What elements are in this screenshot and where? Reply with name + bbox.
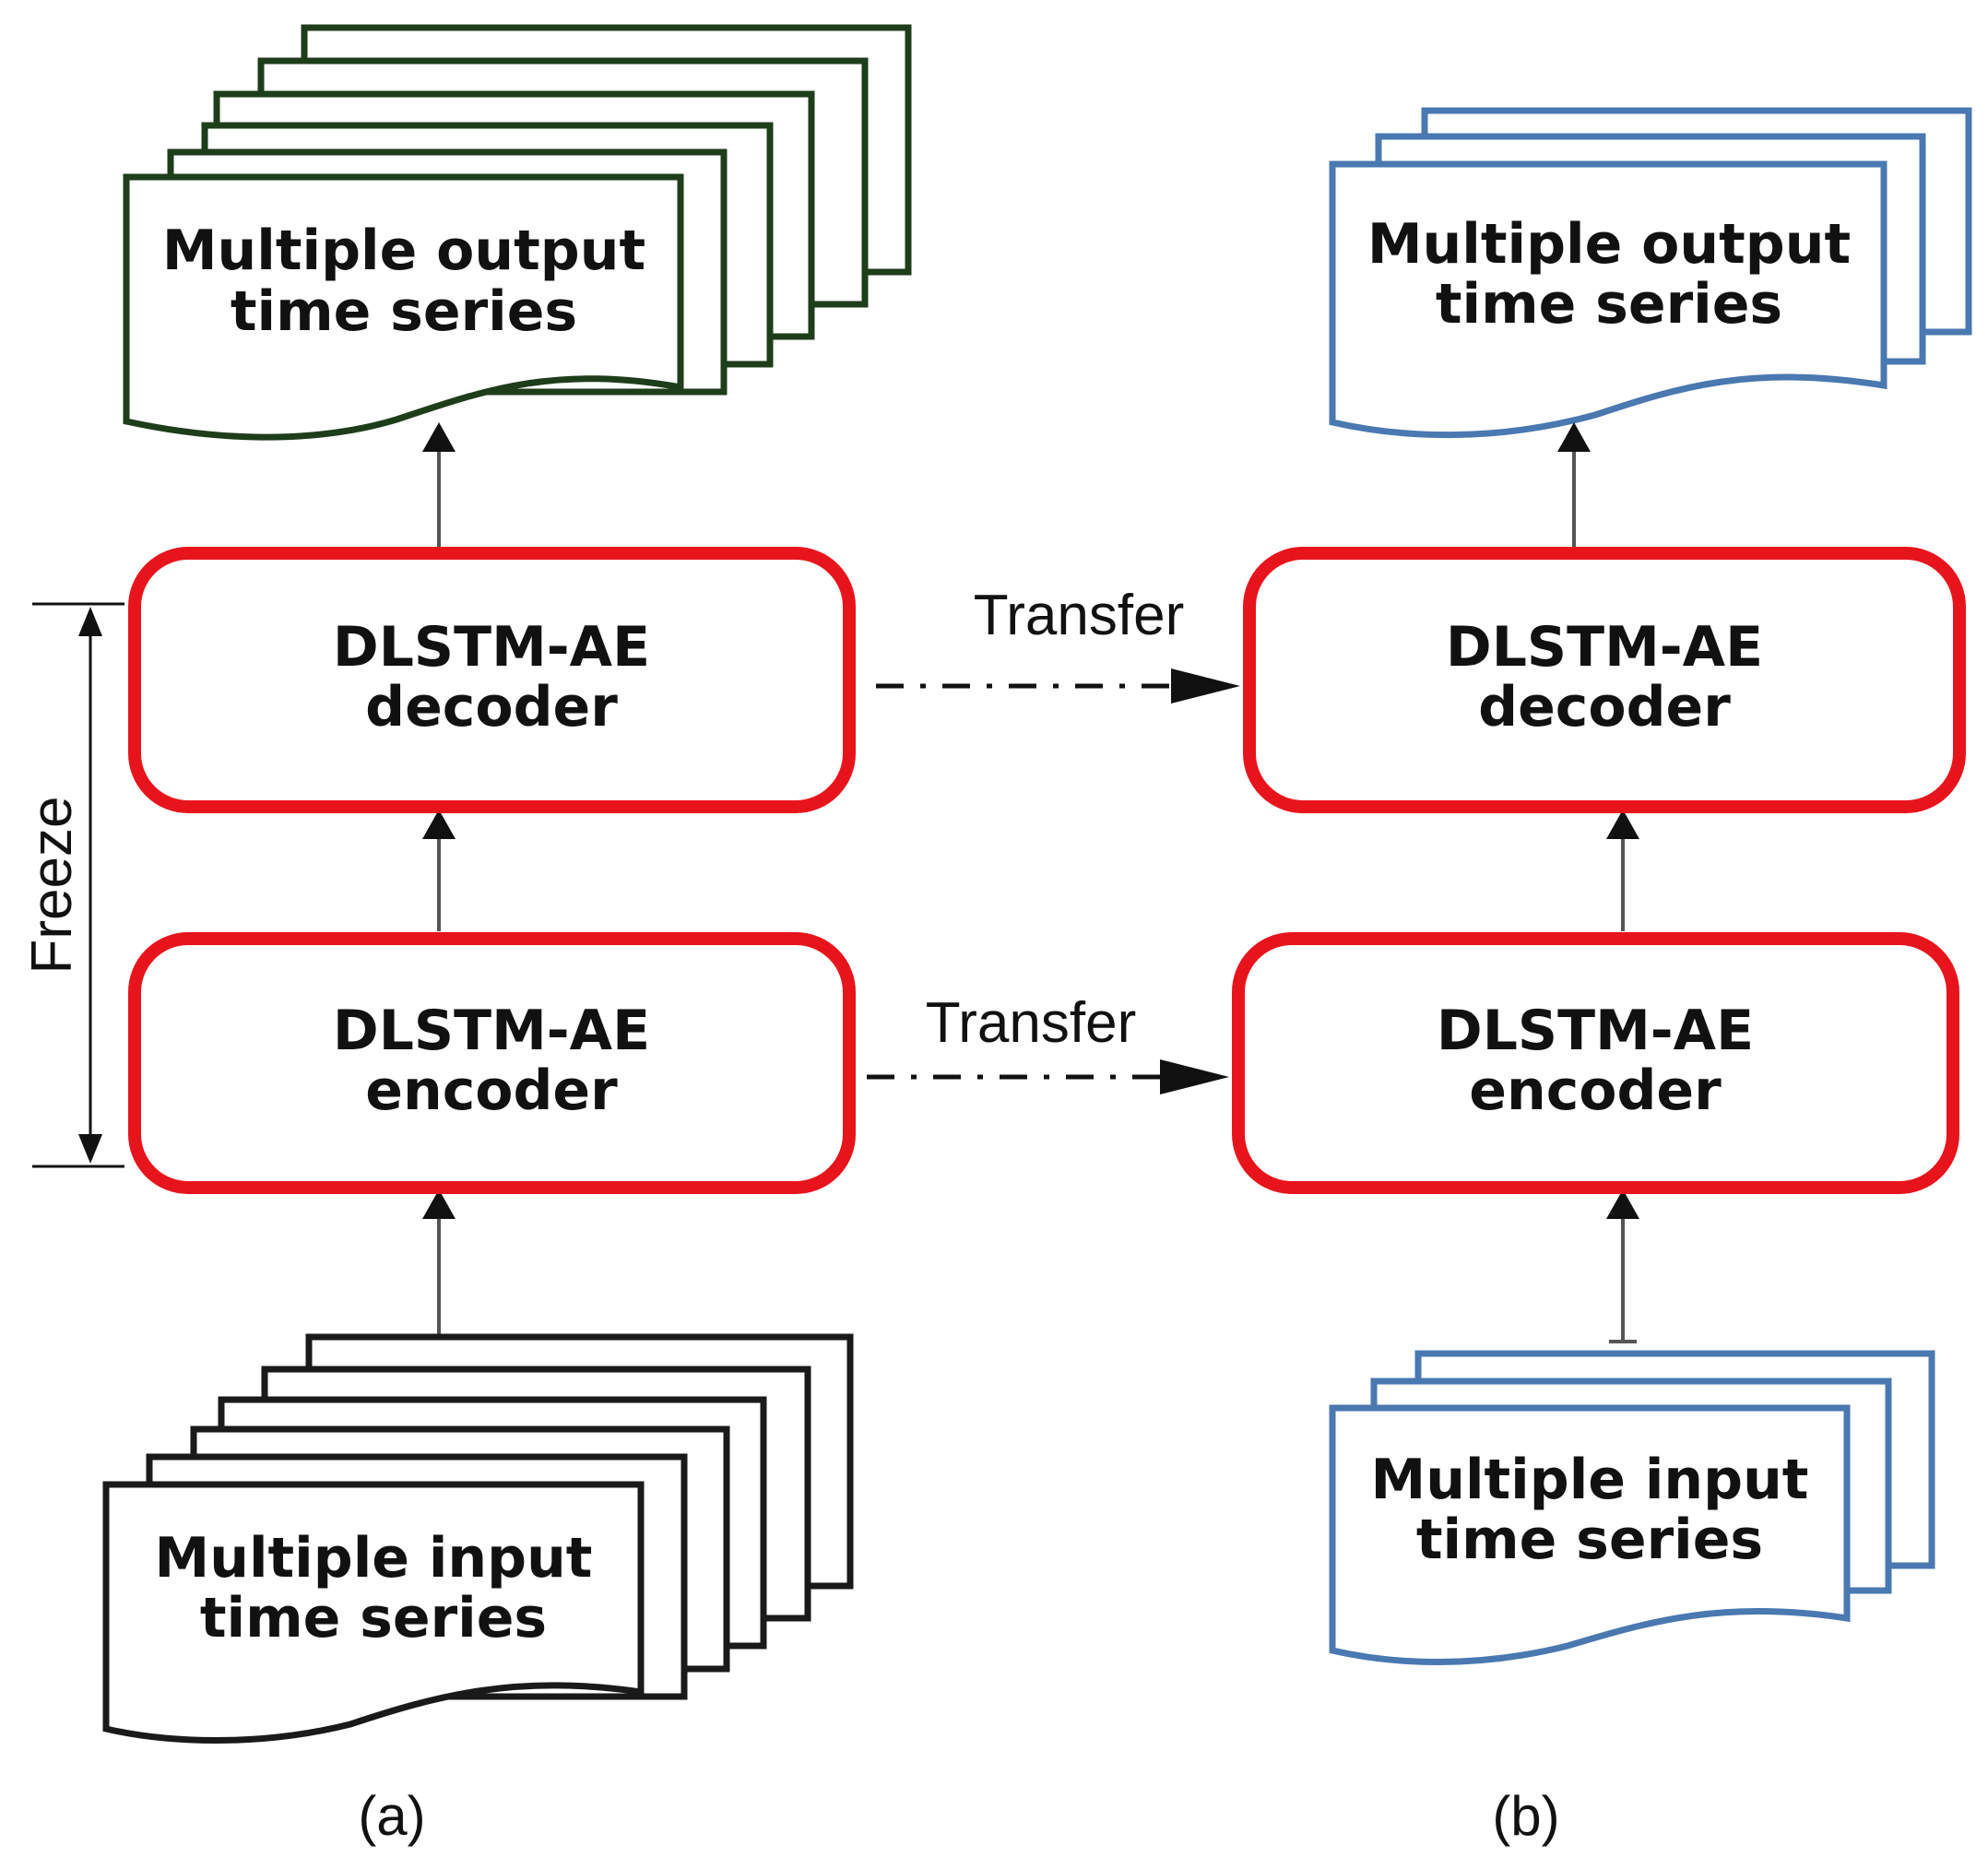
panel-b-decoder-line2: decoder: [1478, 675, 1731, 739]
panel-a-encoder-line2: encoder: [365, 1059, 618, 1123]
panel-a-input-line1: Multiple input: [155, 1526, 593, 1591]
panel-b-encoder-box: [1232, 932, 1959, 1194]
freeze-bracket: [32, 602, 124, 1168]
panel-b-encoder-line2: encoder: [1469, 1059, 1722, 1123]
panel-a-input-docs: [102, 1333, 854, 1744]
panel-b-output-line1: Multiple output: [1367, 212, 1851, 277]
transfer-decoder-arrow: [876, 668, 1240, 704]
panel-b-decoder-line1: DLSTM-AE: [1446, 615, 1763, 680]
panel-a-arrows: [422, 422, 456, 1337]
panel-a-decoder-line1: DLSTM-AE: [333, 615, 650, 680]
panel-b-output-line2: time series: [1436, 272, 1782, 337]
panel-b-input-line2: time series: [1416, 1508, 1763, 1572]
panel-b-decoder-box: [1243, 547, 1966, 813]
panel-a-label: (a): [358, 1785, 425, 1847]
panel-a-encoder-line1: DLSTM-AE: [333, 999, 650, 1063]
panel-b-encoder-line1: DLSTM-AE: [1437, 999, 1754, 1063]
panel-a-output-line2: time series: [231, 279, 577, 344]
panel-a-encoder-box: [128, 932, 856, 1194]
panel-a-input-line2: time series: [200, 1586, 547, 1650]
panel-b-arrows: [1557, 422, 1639, 1343]
panel-b-output-docs: [1329, 107, 1972, 439]
transfer-encoder-label: Transfer: [926, 991, 1137, 1055]
panel-a-decoder-line2: decoder: [365, 675, 618, 739]
transfer-encoder-arrow: [867, 1059, 1229, 1094]
freeze-label: Freeze: [20, 797, 84, 975]
panel-a-output-line1: Multiple output: [162, 219, 645, 283]
panel-a-decoder-box: [128, 547, 856, 813]
panel-a-output-docs: [123, 24, 912, 441]
transfer-decoder-label: Transfer: [974, 584, 1185, 647]
panel-b-label: (b): [1492, 1785, 1559, 1847]
panel-b-input-line1: Multiple input: [1371, 1448, 1809, 1512]
panel-b-input-docs: [1329, 1350, 1935, 1665]
